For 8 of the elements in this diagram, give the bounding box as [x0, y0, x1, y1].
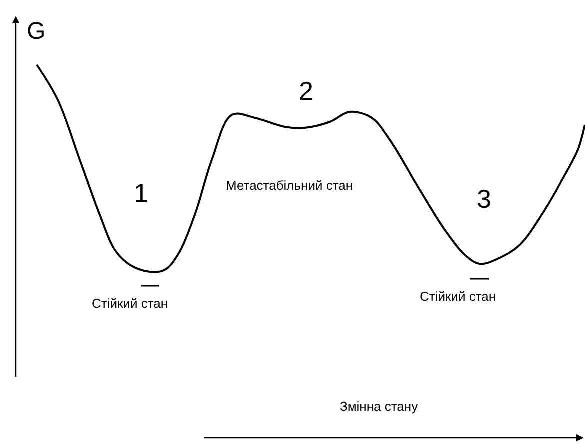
- state-label: Стійкий стан: [420, 290, 496, 303]
- axis-label: Змінна стану: [340, 400, 418, 413]
- state-label: Метастабільний стан: [226, 179, 354, 192]
- state-number: 3: [477, 186, 492, 212]
- state-number: 2: [299, 78, 314, 104]
- axis-label: G: [27, 20, 46, 44]
- state-label: Стійкий стан: [92, 297, 168, 310]
- state-number: 1: [134, 180, 148, 206]
